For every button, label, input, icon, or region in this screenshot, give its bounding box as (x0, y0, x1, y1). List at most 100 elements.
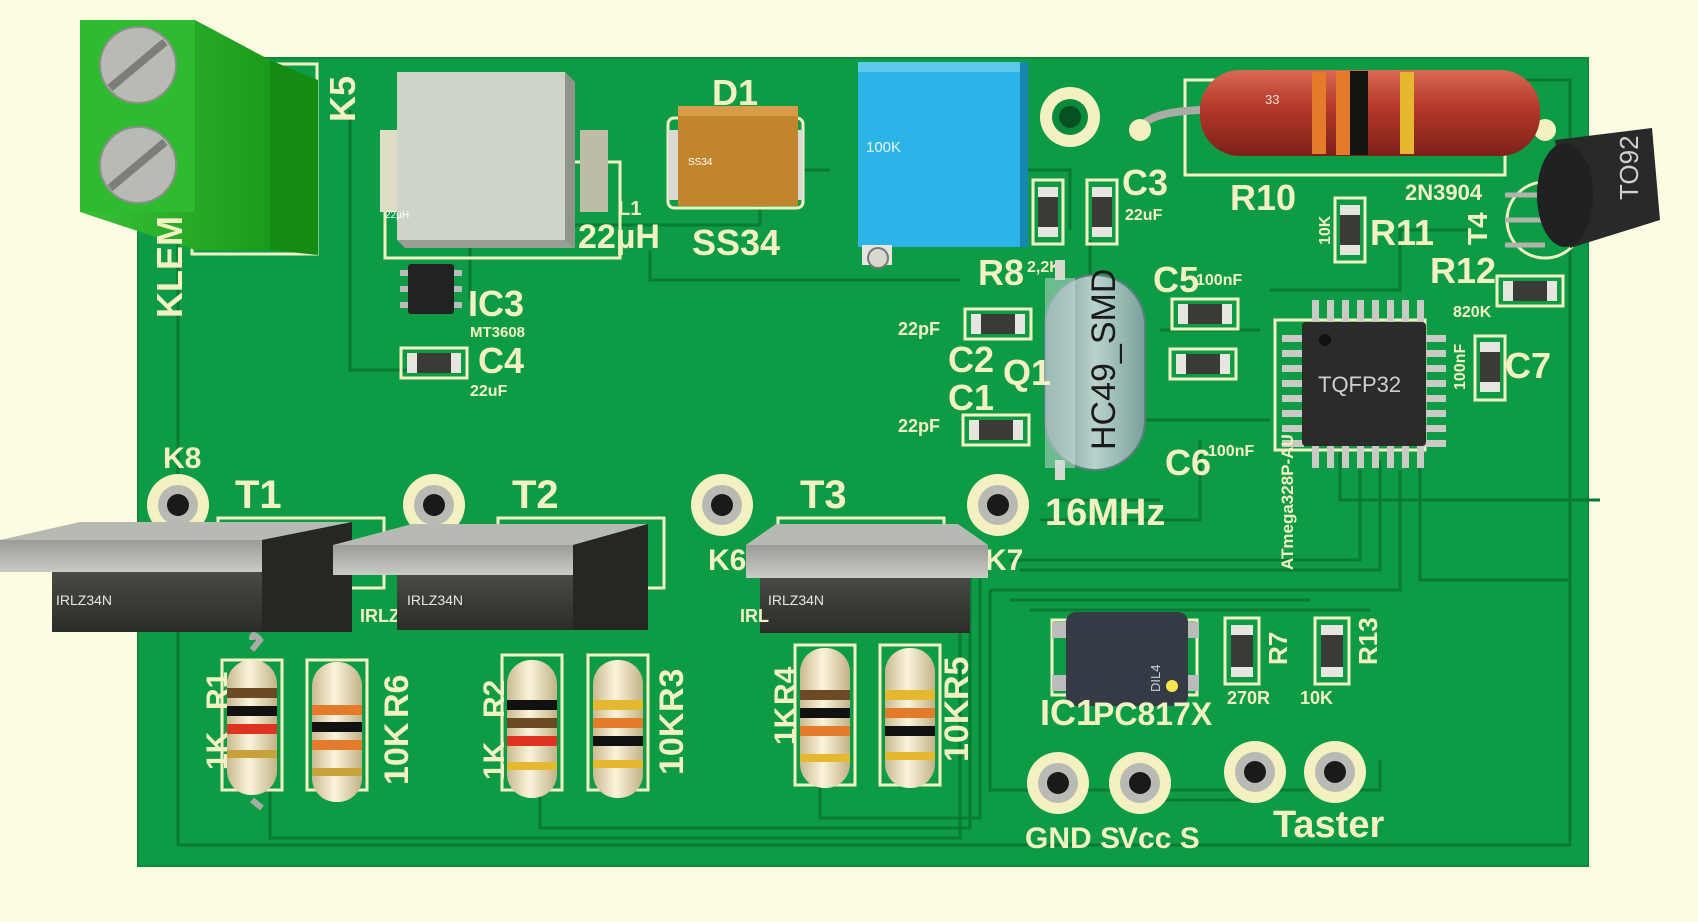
diode-package-label: SS34 (688, 157, 713, 168)
pad-taster-2 (1304, 741, 1366, 803)
label-r11: R11 (1370, 212, 1434, 253)
label-ss34: SS34 (692, 222, 780, 263)
label-r5: R5 (938, 657, 976, 700)
resistor-r6 (305, 658, 369, 802)
t3-package-label: IRLZ34N (768, 592, 824, 608)
capacitor-c1 (961, 413, 1031, 447)
resistor-r11 (1333, 196, 1367, 264)
label-r4-value: 1K (769, 706, 802, 745)
label-r7-value: 270R (1227, 688, 1270, 708)
resistor-r10: 33 (1129, 70, 1556, 177)
label-r1-value: 1K (201, 731, 234, 770)
label-c7-value: 100nF (1452, 344, 1469, 390)
resistor-r7 (1223, 616, 1261, 686)
label-l1-value: 22µH (578, 218, 660, 256)
label-gnd-s: GND S (1025, 822, 1120, 855)
mosfet-t3: IRLZ34N (746, 516, 988, 633)
label-irl-partial: IRL (740, 606, 769, 626)
label-r6: R6 (378, 675, 416, 718)
resistor-r13 (1313, 616, 1351, 686)
resistor-r2 (500, 653, 564, 798)
label-c6: C6 (1165, 442, 1211, 483)
capacitor-c6 (1168, 347, 1238, 381)
label-t4: T4 (1462, 212, 1493, 245)
label-r10: R10 (1230, 177, 1296, 218)
mounting-pad-top (1040, 87, 1100, 147)
resistor-r12 (1495, 274, 1565, 308)
mosfet-t2: IRLZ34N (333, 516, 666, 630)
inductor-l1: 22µH (380, 72, 622, 260)
resistor-r8 (1031, 178, 1065, 246)
r10-package-label: 33 (1265, 92, 1279, 107)
label-r11-value: 10K (1317, 215, 1334, 245)
to92-package-label: TO92 (1614, 135, 1644, 200)
resistor-r3 (586, 653, 650, 798)
copper-traces (176, 78, 1600, 847)
trimmer-package-label: 100K (866, 139, 901, 156)
label-c3: C3 (1122, 162, 1168, 203)
label-r4: R4 (769, 666, 802, 705)
label-k6: K6 (708, 544, 746, 577)
label-ic3-part: MT3608 (470, 324, 525, 341)
capacitor-c4 (399, 346, 469, 380)
diode-d1: SS34 (666, 106, 805, 210)
label-r13-value: 10K (1300, 688, 1333, 708)
resistor-r4 (793, 643, 857, 788)
label-c4: C4 (478, 340, 524, 381)
capacitor-c2 (963, 307, 1033, 341)
optocoupler-ic1: DIL4 (1050, 612, 1199, 706)
label-r12-value: 820K (1453, 304, 1492, 321)
pad-t2 (403, 474, 465, 536)
inductor-package-label: 22µH (385, 210, 409, 221)
label-c6-value: 100nF (1208, 443, 1254, 460)
optocoupler-package-label: DIL4 (1148, 665, 1163, 692)
label-r8: R8 (978, 252, 1024, 293)
label-c1: C1 (948, 377, 994, 418)
pad-vcc-s (1109, 752, 1171, 814)
label-t3: T3 (800, 473, 847, 517)
label-mcu-part: ATmega328P-AU (1278, 434, 1297, 570)
label-l1: L1 (618, 198, 641, 220)
mcu-package-label: TQFP32 (1318, 372, 1401, 397)
label-c2-value: 22pF (898, 319, 940, 339)
ic3-regulator (400, 264, 462, 314)
label-c5: C5 (1153, 259, 1199, 300)
label-t1: T1 (235, 473, 282, 517)
pad-taster-1 (1224, 741, 1286, 803)
pad-k6 (691, 474, 753, 536)
resistor-r5 (878, 643, 942, 788)
pad-gnd-s (1027, 752, 1089, 814)
t1-package-label: IRLZ34N (56, 592, 112, 608)
capacitor-c5 (1170, 297, 1240, 331)
label-r6-value: 10K (378, 722, 416, 785)
label-t2: T2 (512, 473, 559, 517)
label-c2: C2 (948, 339, 994, 380)
pad-k8 (147, 474, 209, 536)
label-crystal-freq: 16MHz (1045, 492, 1165, 534)
label-transistor-type: 2N3904 (1405, 180, 1483, 205)
label-k8: K8 (163, 442, 201, 475)
label-c7: C7 (1505, 345, 1551, 386)
label-q1: Q1 (1003, 352, 1051, 393)
label-ic1: IC1 (1040, 692, 1096, 733)
t2-package-label: IRLZ34N (407, 592, 463, 608)
label-ic3: IC3 (468, 283, 524, 324)
label-r2-value: 1K (478, 741, 511, 780)
label-r5-value: 10K (938, 699, 976, 762)
label-r3: R3 (653, 669, 691, 712)
label-c3-value: 22uF (1125, 207, 1163, 224)
screw-terminal-k5 (80, 20, 319, 256)
label-r1: R1 (201, 672, 234, 710)
resistor-r1 (220, 632, 284, 811)
label-r12: R12 (1430, 250, 1496, 291)
label-klemme: KLEM (149, 216, 190, 318)
crystal-q1: HC49_SMD (1044, 260, 1146, 480)
label-c4-value: 22uF (470, 383, 508, 400)
label-r8-value: 2,2K (1027, 259, 1061, 276)
capacitor-c7 (1473, 334, 1507, 402)
transistor-t4: TO92 (1505, 128, 1660, 260)
mcu-atmega328p: TQFP32 (1273, 300, 1446, 468)
label-r13: R13 (1353, 617, 1383, 665)
